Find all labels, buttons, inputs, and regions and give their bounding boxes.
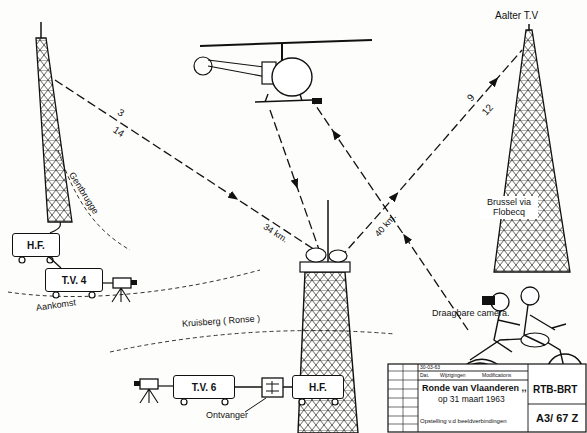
antenna-mast [40,22,42,38]
tail-rotor [194,57,212,75]
title-rule [418,364,586,432]
title-frame [388,364,586,432]
truck-wheel [47,257,53,263]
camera-cable [158,385,173,386]
tv-camera [113,278,131,288]
radio-link [55,80,318,252]
camera-cable [103,282,113,283]
truck-wheel [19,257,25,263]
table-header: Modifications [482,373,511,379]
truck-wheel [89,292,95,298]
tv-truck-box: T.V. 4 [45,268,103,292]
camera-lens [131,280,137,285]
channel-number: 14 [111,124,127,140]
receiver-symbol [266,381,279,394]
receiver-box [262,378,283,397]
hf-truck-box: H.F. [12,233,60,257]
cable-connector [49,257,61,268]
leader-line [245,398,266,412]
channel-number: 3 [115,106,126,119]
tower-platform [300,262,350,272]
helicopter-cockpit [272,58,312,96]
title-rule [388,364,418,432]
channel-number: 9 [465,92,477,104]
helicopter-skid [255,94,312,102]
box-text: H.F. [309,382,327,393]
distance-label: 34 km. [261,221,289,244]
tv-truck-box: T.V. 6 [173,375,235,399]
camera-tripod [140,389,158,403]
lattice-tower [36,38,72,222]
drawing-title: Ronde van Vlaanderen ,, [422,383,527,393]
radio-link [340,50,522,258]
lattice-tower [298,272,358,433]
station-name: Aalter T.V [495,10,538,22]
title-block [388,364,586,432]
camera-tripod [112,288,130,302]
box-text: H.F. [27,240,45,251]
table-cell: 30-03-63 [420,365,440,371]
truck-wheels [19,257,338,405]
helicopter-rotor [200,40,372,46]
table-header: Dat. [420,373,429,379]
place-name: Kruisberg ( Ronse ) [182,313,261,329]
drawing-subtitle: Opstelling v.d beeldverbindingen [420,418,507,425]
tv-camera [140,379,158,389]
antenna-mast [528,24,530,30]
road-line [110,331,395,352]
truck-wheel [222,399,228,405]
truck-wheel [181,399,187,405]
cable-connector [235,386,292,387]
part-name: Ontvanger [206,410,248,420]
truck-wheel [299,399,305,405]
lattice-tower [494,30,570,272]
table-header: Wijzigingen [440,373,466,379]
distance-label: 40 km. [373,212,399,239]
box-text: T.V. 4 [62,275,87,286]
truck-wheel [53,292,59,298]
station-name: Brussel via Flobecq [480,196,538,219]
truck-wheel [332,399,338,405]
organisation-name: RTB-BRT [533,384,577,396]
dish-antenna [329,250,347,262]
hf-truck-box: H.F. [292,375,344,399]
place-name: Aankomst [35,297,76,313]
airborne-camera [312,98,322,104]
camera-lens [134,381,140,386]
rider-body [524,305,566,345]
channel-number: 12 [480,102,496,118]
antenna-mast [327,200,329,262]
dish-antenna [306,248,326,262]
drawing-number: A3/ 67 Z [536,412,578,425]
rotor-mast [281,43,283,60]
part-name: Draagbare camera. [432,308,510,318]
place-name: Gentbrugge [67,170,101,216]
portable-camera [482,296,495,305]
box-text: T.V. 6 [192,382,217,393]
rider-helmet [521,287,539,305]
drawing-date: op 31 maart 1963 [438,395,505,405]
cable-line [50,222,60,233]
